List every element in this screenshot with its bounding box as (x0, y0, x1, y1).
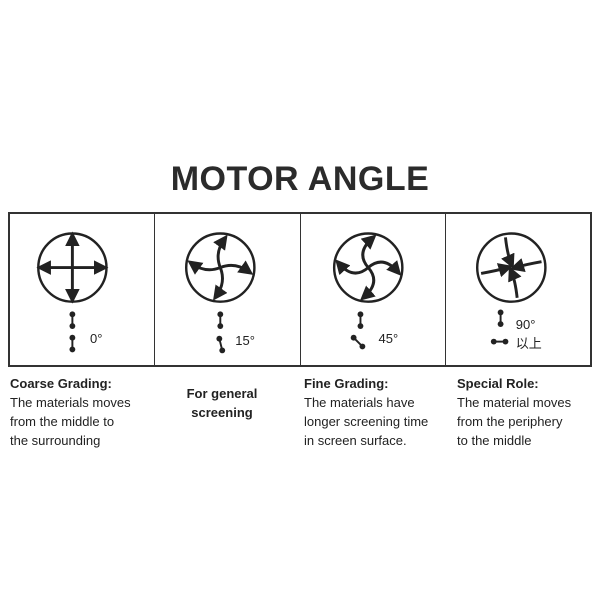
panel-45-deg: 45° (301, 214, 446, 365)
description-general: For general screening (160, 384, 284, 422)
description-line: from the periphery (457, 414, 563, 429)
description-special: Special Role: The material moves from th… (457, 374, 571, 450)
motor-weight-icon (350, 311, 365, 350)
description-heading: Special Role: (457, 376, 539, 391)
description-line: screening (191, 405, 253, 420)
description-heading: Fine Grading: (304, 376, 389, 391)
angle-label: 15° (235, 333, 255, 348)
description-line: longer screening time (304, 414, 429, 429)
cross-arrows-icon (36, 231, 109, 353)
description-line: The material moves (457, 395, 572, 410)
panel-15-deg: 15° (155, 214, 301, 365)
description-coarse: Coarse Grading: The materials moves from… (10, 374, 131, 450)
description-line: from the middle to (10, 414, 115, 429)
description-line: in screen surface. (304, 433, 407, 448)
page-title: MOTOR ANGLE (170, 160, 430, 198)
panel-90-deg: 90° 以上 (446, 214, 590, 365)
pinwheel-45-icon (332, 232, 404, 350)
angle-label: 90° (515, 317, 536, 332)
angle-sublabel: 以上 (515, 336, 542, 351)
pinwheel-15-icon (185, 232, 256, 354)
panel-0-deg: 0° (10, 214, 156, 365)
motor-angle-table: 0° 15° (8, 212, 592, 367)
description-line: The materials moves (10, 395, 131, 410)
angle-label: 45° (378, 331, 399, 346)
motor-weight-icon (490, 309, 509, 345)
description-line: the surrounding (10, 433, 101, 448)
motor-weight-icon (216, 311, 226, 354)
inward-arrows-icon (475, 232, 547, 345)
motor-weight-icon (69, 311, 76, 353)
description-heading: Coarse Grading: (10, 376, 112, 391)
description-line: For general (186, 386, 258, 401)
angle-label: 0° (90, 331, 103, 346)
description-fine: Fine Grading: The materials have longer … (304, 374, 428, 450)
description-line: The materials have (304, 395, 415, 410)
description-line: to the middle (457, 433, 532, 448)
